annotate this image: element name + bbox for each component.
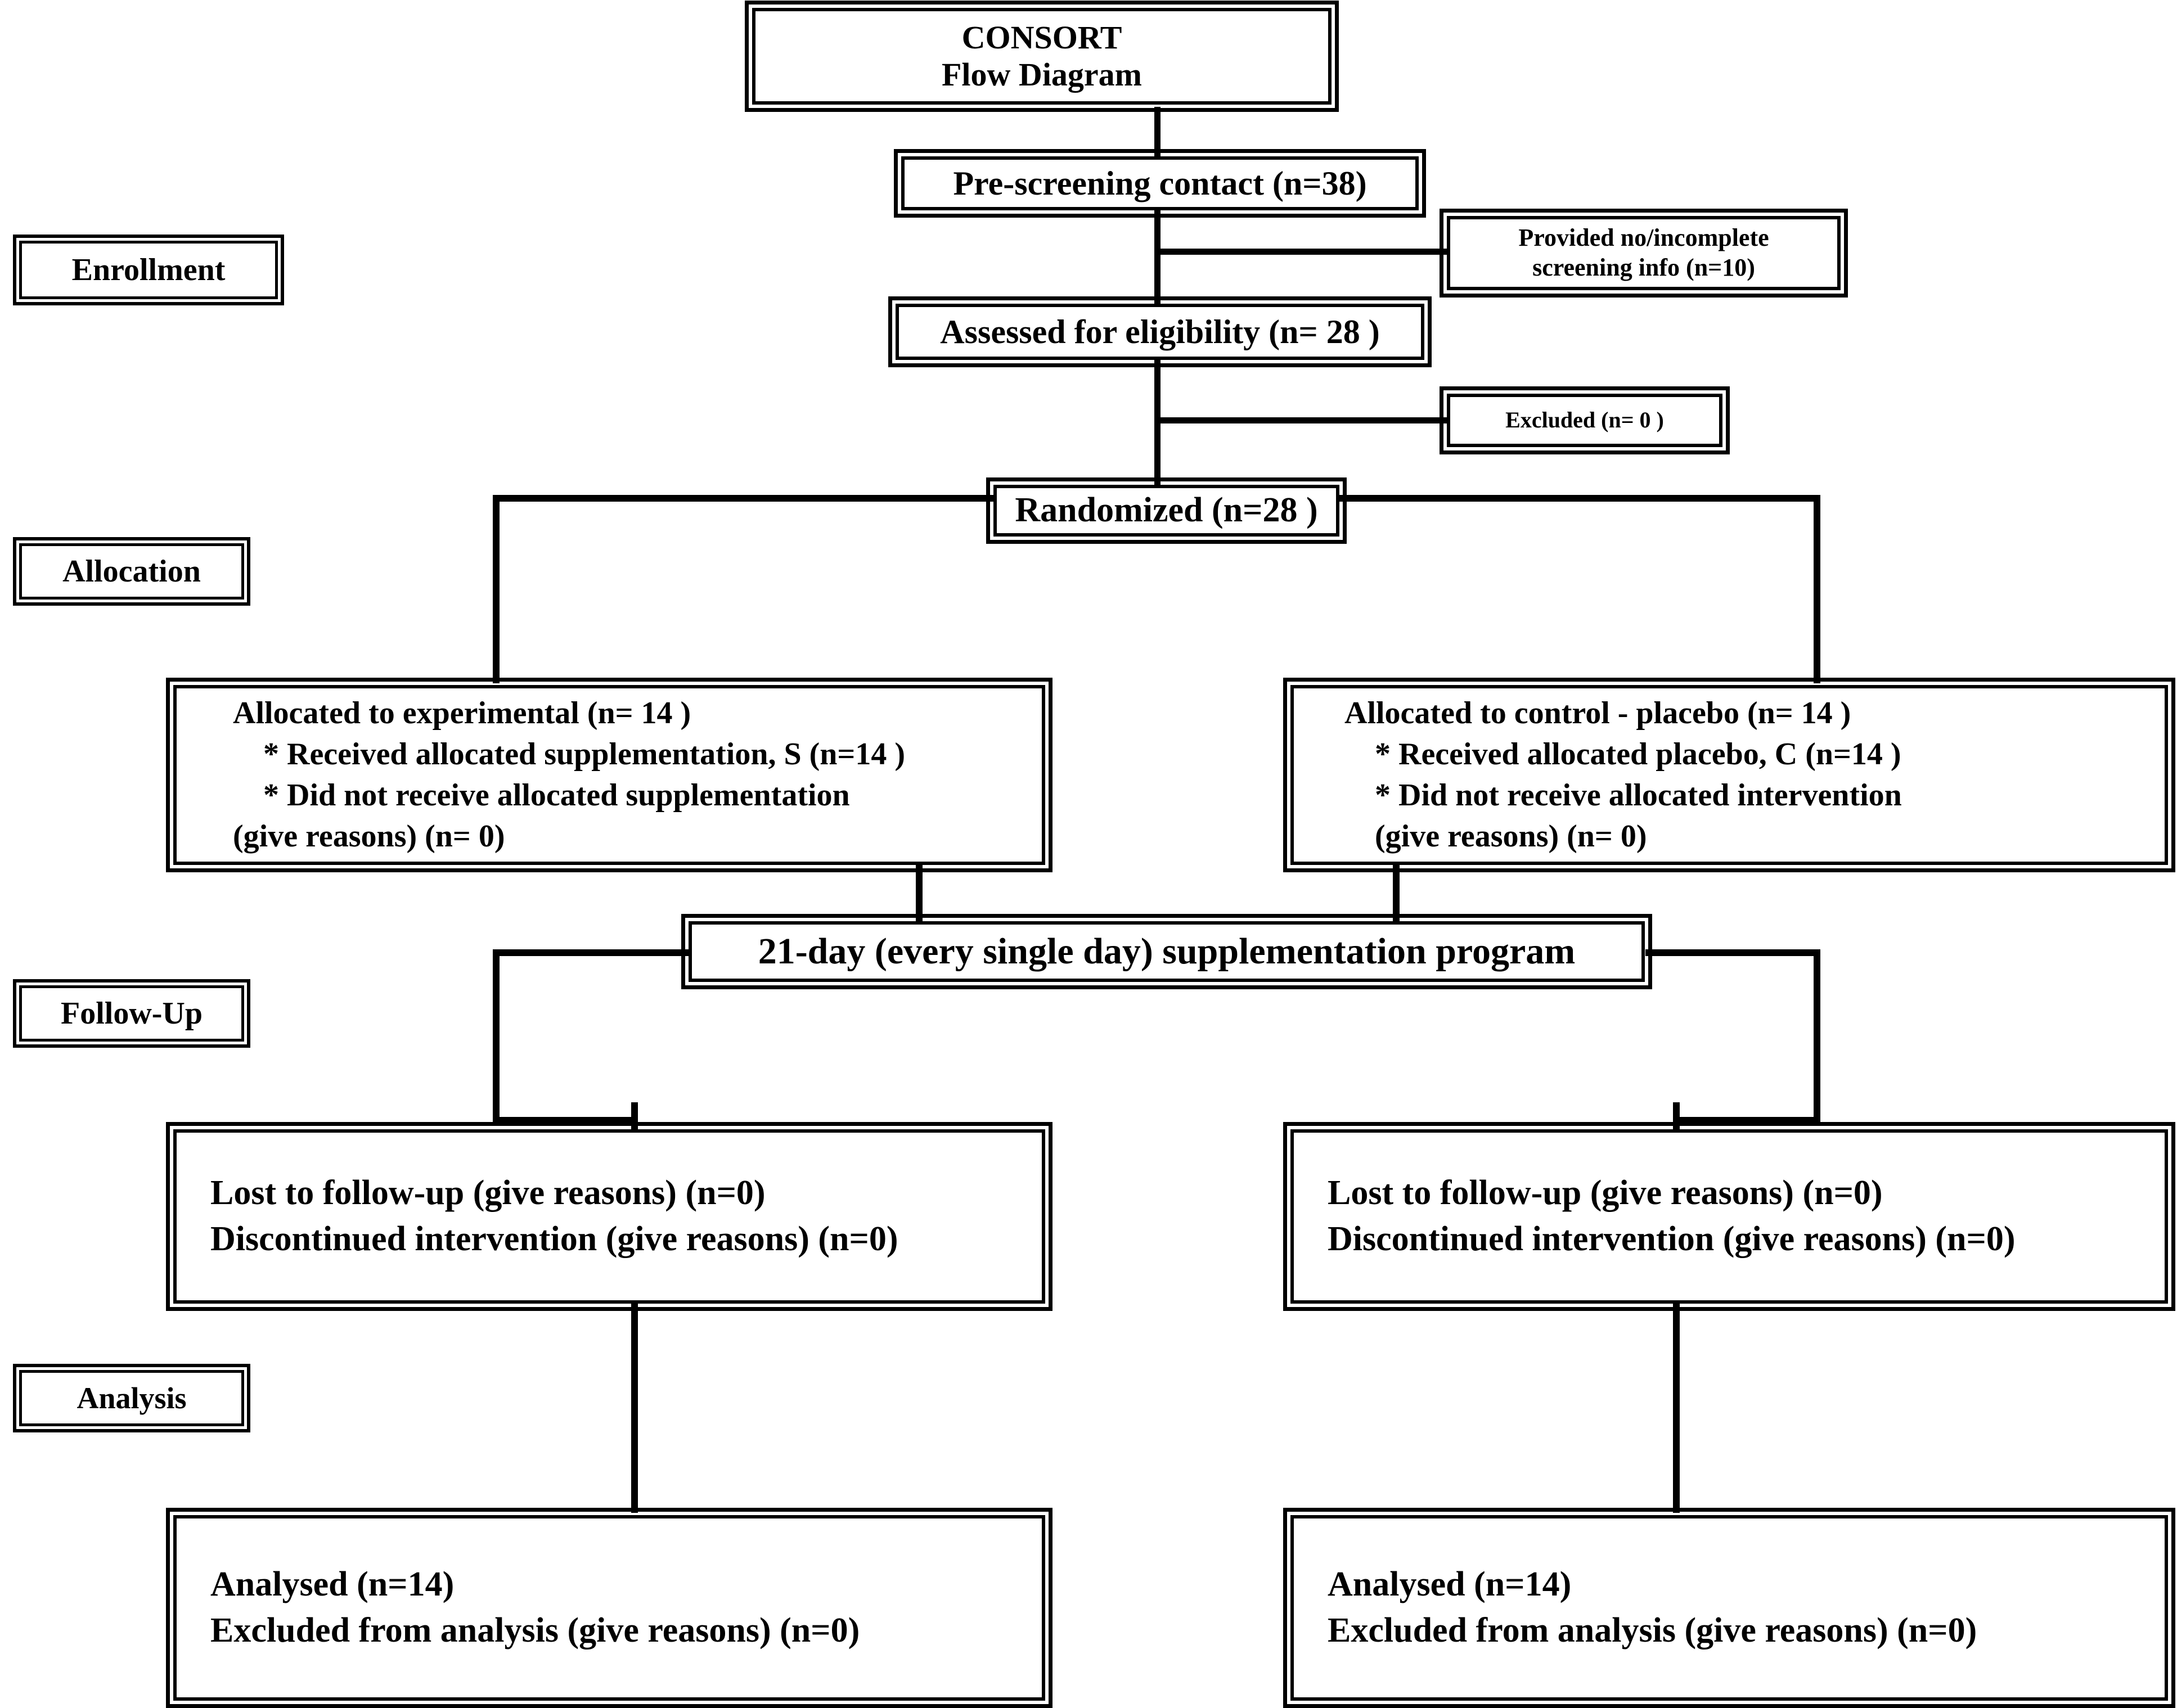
connector-prescreening-to-assessed <box>1154 209 1161 304</box>
connector-randomized-down-left <box>493 495 500 683</box>
analysis-experimental-box: Analysed (n=14) Excluded from analysis (… <box>166 1508 1052 1708</box>
connector-followup-to-analysis-left <box>631 1304 638 1513</box>
excluded-screening-info-box: Provided no/incomplete screening info (n… <box>1440 209 1848 298</box>
connector-control-to-program <box>1393 864 1400 921</box>
allocated-control-box: Allocated to control - placebo (n= 14 ) … <box>1283 678 2175 872</box>
randomized-text: Randomized (n=28 ) <box>1015 491 1318 530</box>
excluded-text: Excluded (n= 0 ) <box>1505 407 1664 433</box>
phase-label-allocation-text: Allocation <box>62 554 201 589</box>
consort-title-line1: CONSORT <box>961 19 1122 56</box>
allocated-control-line1: Allocated to control - placebo (n= 14 ) <box>1344 696 1851 731</box>
connector-assessed-to-excluded <box>1154 417 1447 423</box>
connector-randomized-down-right <box>1814 495 1820 683</box>
excluded-box: Excluded (n= 0 ) <box>1440 386 1730 454</box>
phase-label-analysis-text: Analysis <box>77 1381 187 1415</box>
connector-prescreening-to-excluded-screening <box>1154 249 1447 255</box>
analysis-experimental-line1: Analysed (n=14) <box>210 1565 455 1604</box>
allocated-experimental-box: Allocated to experimental (n= 14 ) * Rec… <box>166 678 1052 872</box>
connector-experimental-to-program <box>916 864 923 921</box>
connector-program-arm-left <box>493 949 689 956</box>
followup-experimental-line2: Discontinued intervention (give reasons)… <box>210 1220 898 1258</box>
followup-experimental-box: Lost to follow-up (give reasons) (n=0) D… <box>166 1122 1052 1311</box>
connector-program-to-followup-right <box>1676 1117 1820 1124</box>
randomized-box: Randomized (n=28 ) <box>986 477 1347 544</box>
allocated-experimental-line4: (give reasons) (n= 0) <box>233 818 505 854</box>
connector-followup-stub-right <box>1673 1102 1680 1130</box>
followup-experimental-line1: Lost to follow-up (give reasons) (n=0) <box>210 1174 766 1213</box>
allocated-control-line2: * Received allocated placebo, C (n=14 ) <box>1375 737 1901 772</box>
allocated-experimental-line3: * Did not receive allocated supplementat… <box>263 778 850 813</box>
connector-program-to-followup-left <box>493 1117 635 1124</box>
connector-title-to-prescreening <box>1154 107 1161 156</box>
analysis-control-box: Analysed (n=14) Excluded from analysis (… <box>1283 1508 2175 1708</box>
phase-label-analysis: Analysis <box>13 1364 250 1432</box>
allocated-control-line3: * Did not receive allocated intervention <box>1375 778 1902 813</box>
phase-label-enrollment-text: Enrollment <box>71 253 226 287</box>
connector-followup-stub-left <box>631 1102 638 1130</box>
phase-label-enrollment: Enrollment <box>13 235 284 305</box>
prescreening-contact-box: Pre-screening contact (n=38) <box>894 149 1426 218</box>
phase-label-allocation: Allocation <box>13 537 250 606</box>
prescreening-contact-text: Pre-screening contact (n=38) <box>953 164 1367 202</box>
connector-randomized-split-left <box>493 495 993 502</box>
phase-label-follow-up-text: Follow-Up <box>61 996 203 1031</box>
supplementation-program-box: 21-day (every single day) supplementatio… <box>681 914 1652 989</box>
followup-control-line2: Discontinued intervention (give reasons)… <box>1328 1220 2016 1258</box>
connector-program-down-right <box>1814 949 1820 1124</box>
connector-program-arm-right <box>1645 949 1820 956</box>
supplementation-program-text: 21-day (every single day) supplementatio… <box>758 931 1576 972</box>
phase-label-follow-up: Follow-Up <box>13 979 250 1048</box>
consort-title-box: CONSORT Flow Diagram <box>745 1 1339 112</box>
connector-followup-to-analysis-right <box>1673 1304 1680 1513</box>
analysis-control-line1: Analysed (n=14) <box>1328 1565 1572 1604</box>
consort-title-line2: Flow Diagram <box>942 56 1142 93</box>
followup-control-box: Lost to follow-up (give reasons) (n=0) D… <box>1283 1122 2175 1311</box>
excluded-screening-info-line1: Provided no/incomplete <box>1518 224 1769 252</box>
assessed-for-eligibility-box: Assessed for eligibility (n= 28 ) <box>888 296 1432 367</box>
connector-program-down-left <box>493 949 500 1124</box>
excluded-screening-info-line2: screening info (n=10) <box>1532 254 1755 281</box>
analysis-control-line2: Excluded from analysis (give reasons) (n… <box>1328 1611 1977 1650</box>
allocated-experimental-line2: * Received allocated supplementation, S … <box>263 737 905 772</box>
assessed-for-eligibility-text: Assessed for eligibility (n= 28 ) <box>940 313 1380 350</box>
followup-control-line1: Lost to follow-up (give reasons) (n=0) <box>1328 1174 1883 1213</box>
allocated-experimental-line1: Allocated to experimental (n= 14 ) <box>233 696 691 731</box>
analysis-experimental-line2: Excluded from analysis (give reasons) (n… <box>210 1611 860 1650</box>
connector-randomized-split-right <box>1339 495 1820 502</box>
allocated-control-line4: (give reasons) (n= 0) <box>1375 818 1647 854</box>
